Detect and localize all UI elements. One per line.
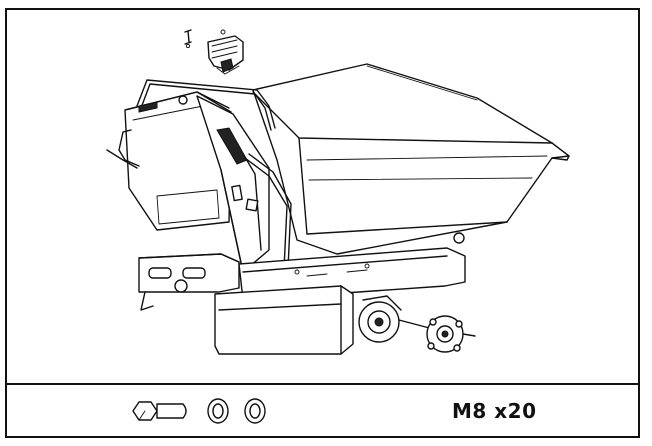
assembly-illustration: [7, 10, 638, 382]
pivot-knob: [453, 232, 465, 244]
control-column: [196, 95, 270, 273]
washer-icon: [244, 398, 266, 424]
wheel-hub-left: [358, 295, 402, 343]
handle-bar: [136, 79, 276, 131]
washer-icon: [207, 398, 229, 424]
frame-divider: [5, 383, 640, 385]
engine-box: [214, 285, 354, 355]
engine-cover: [124, 91, 232, 231]
mounting-bracket-icon: [184, 29, 244, 75]
front-bumper: [138, 253, 240, 311]
hex-bolt-icon: [132, 401, 187, 421]
fastener-spec-label: M8 x20: [452, 399, 537, 423]
hopper-skip: [252, 63, 570, 255]
parts-row: [7, 386, 638, 436]
cable-hook: [106, 129, 140, 169]
wheel-hub-right: [398, 315, 476, 353]
